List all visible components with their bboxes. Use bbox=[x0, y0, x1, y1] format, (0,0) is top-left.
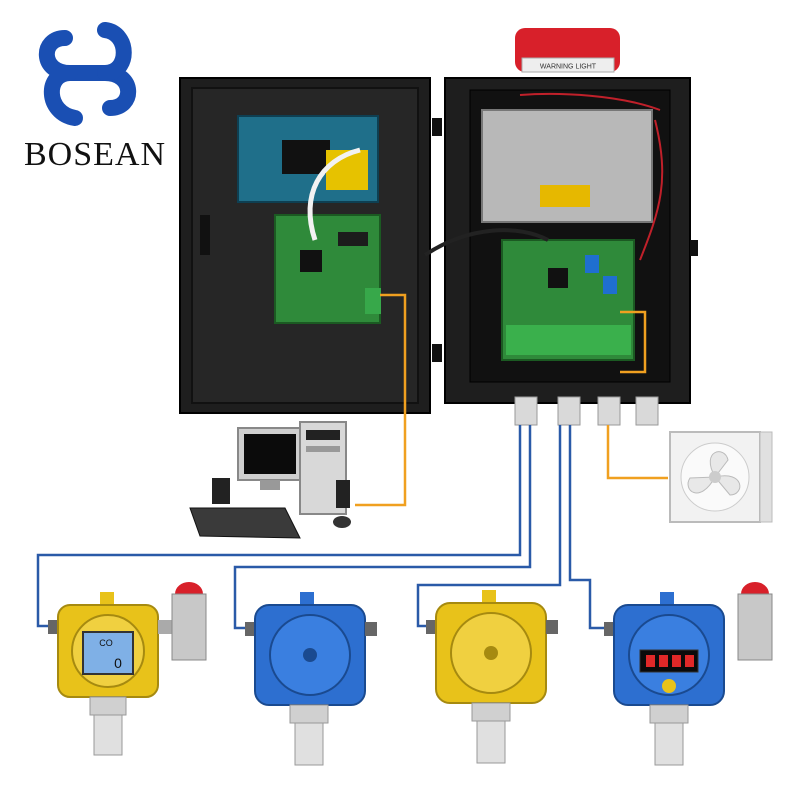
computer bbox=[189, 421, 351, 539]
door-latch bbox=[200, 215, 210, 255]
detector-1-beacon bbox=[171, 582, 207, 661]
exhaust-fan bbox=[669, 431, 773, 523]
detector-4-sensor-head bbox=[654, 722, 684, 766]
detector-1-sensor-head bbox=[93, 714, 123, 756]
cable-detector-4 bbox=[568, 425, 612, 630]
cable-detector-2 bbox=[233, 425, 532, 630]
gas-detector-2 bbox=[245, 592, 377, 766]
detector-1-gas-label: CO bbox=[99, 638, 113, 648]
main-board bbox=[501, 239, 635, 361]
detector-1-lcd bbox=[82, 631, 134, 675]
sensor-cables bbox=[36, 425, 612, 630]
gas-detector-1: CO 0 bbox=[48, 582, 207, 756]
warning-light: WARNING LIGHT bbox=[515, 28, 620, 73]
gas-detector-4 bbox=[604, 582, 773, 766]
detector-2-sensor-head bbox=[294, 722, 324, 766]
mouse bbox=[333, 516, 351, 528]
detector-4-button bbox=[662, 679, 676, 693]
ribbon-cable bbox=[307, 147, 361, 241]
cable-detector-1 bbox=[36, 425, 522, 628]
cable-to-fan bbox=[606, 425, 668, 480]
detector-1-readout: 0 bbox=[114, 655, 122, 671]
speaker bbox=[336, 480, 350, 508]
warning-light-label: WARNING LIGHT bbox=[540, 64, 597, 71]
cable-glands bbox=[514, 396, 659, 426]
controller-board bbox=[274, 214, 381, 324]
enclosure-door bbox=[179, 77, 431, 414]
keyboard bbox=[189, 507, 301, 539]
hinge-bottom bbox=[432, 344, 442, 362]
detector-3-logo-icon bbox=[484, 646, 498, 660]
internal-cable bbox=[423, 228, 549, 257]
detector-4-beacon bbox=[737, 582, 773, 661]
bosean-logo-icon bbox=[38, 22, 137, 126]
monitor-screen bbox=[244, 434, 296, 474]
cable-to-computer bbox=[355, 293, 407, 507]
detector-3-sensor-head bbox=[476, 720, 506, 764]
gas-detector-3 bbox=[426, 590, 558, 764]
power-supply bbox=[481, 109, 653, 223]
cable-detector-3 bbox=[416, 425, 562, 628]
control-cabinet bbox=[423, 77, 698, 426]
power-wire bbox=[639, 119, 664, 261]
brand-name: BOSEAN bbox=[23, 136, 167, 173]
brand-block: BOSEAN bbox=[10, 18, 180, 173]
detector-2-logo-icon bbox=[303, 648, 317, 662]
hinge-top bbox=[432, 118, 442, 136]
display-board bbox=[237, 115, 379, 203]
